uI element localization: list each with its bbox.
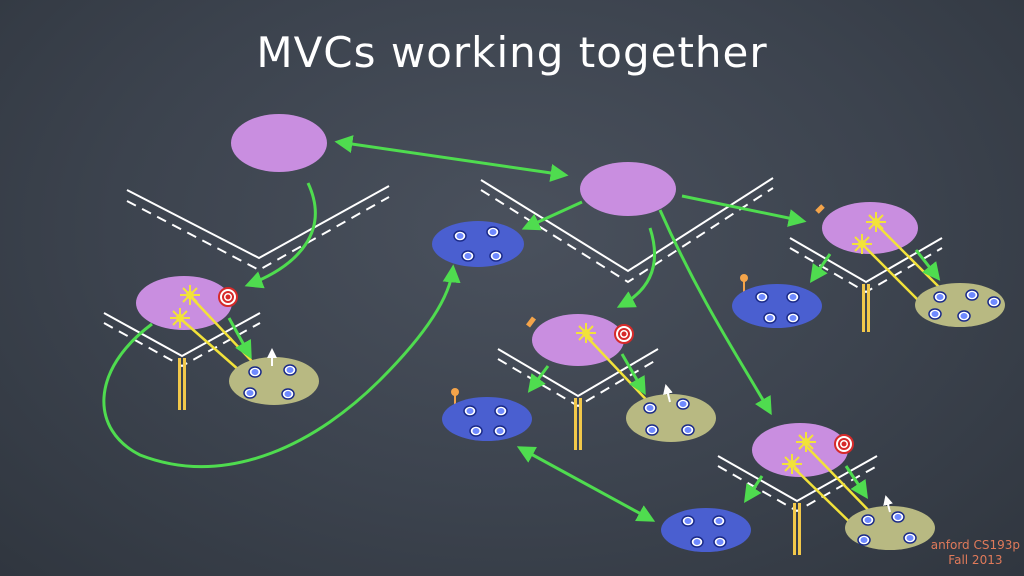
credit-line-2: Fall 2013 bbox=[948, 553, 1003, 567]
target-icon bbox=[614, 324, 634, 344]
arrow-controller-link bbox=[334, 135, 569, 182]
slide-title: MVCs working together bbox=[256, 28, 768, 77]
course-credit: anford CS193p Fall 2013 bbox=[931, 538, 1020, 568]
controller-blob bbox=[580, 162, 676, 216]
view-blob bbox=[845, 506, 935, 550]
view-blob bbox=[229, 357, 319, 405]
mvc-middle-child bbox=[442, 314, 716, 450]
antenna-icon bbox=[526, 316, 536, 328]
arrow-model-link bbox=[516, 446, 656, 522]
controller-blob bbox=[752, 423, 848, 477]
controller-blob bbox=[231, 114, 327, 172]
arrow-root-to-child bbox=[244, 182, 317, 289]
credit-line-1: anford CS193p bbox=[930, 538, 1020, 552]
root-mvc-left bbox=[126, 114, 390, 289]
target-icon bbox=[834, 434, 854, 454]
arrow-loop-to-model bbox=[102, 264, 461, 469]
root-mvc-center bbox=[480, 162, 807, 416]
model-blob bbox=[432, 221, 524, 267]
mvc-separator bbox=[126, 185, 390, 260]
antenna-icon bbox=[815, 204, 825, 214]
model-blob bbox=[732, 284, 822, 328]
controller-blob bbox=[532, 314, 624, 366]
mvc-right-top bbox=[732, 202, 1005, 332]
action-star-icon bbox=[575, 322, 597, 344]
model-center bbox=[432, 221, 524, 267]
action-star-icon bbox=[795, 431, 817, 453]
view-blob bbox=[626, 394, 716, 442]
mvc-right-bottom bbox=[661, 423, 935, 555]
action-star-icon bbox=[781, 453, 803, 475]
antenna-icon bbox=[739, 273, 749, 293]
action-star-icon bbox=[865, 211, 887, 233]
mvc-left-child bbox=[102, 264, 461, 469]
target-icon bbox=[218, 287, 238, 307]
model-blob bbox=[661, 508, 751, 552]
model-blob bbox=[442, 397, 532, 441]
